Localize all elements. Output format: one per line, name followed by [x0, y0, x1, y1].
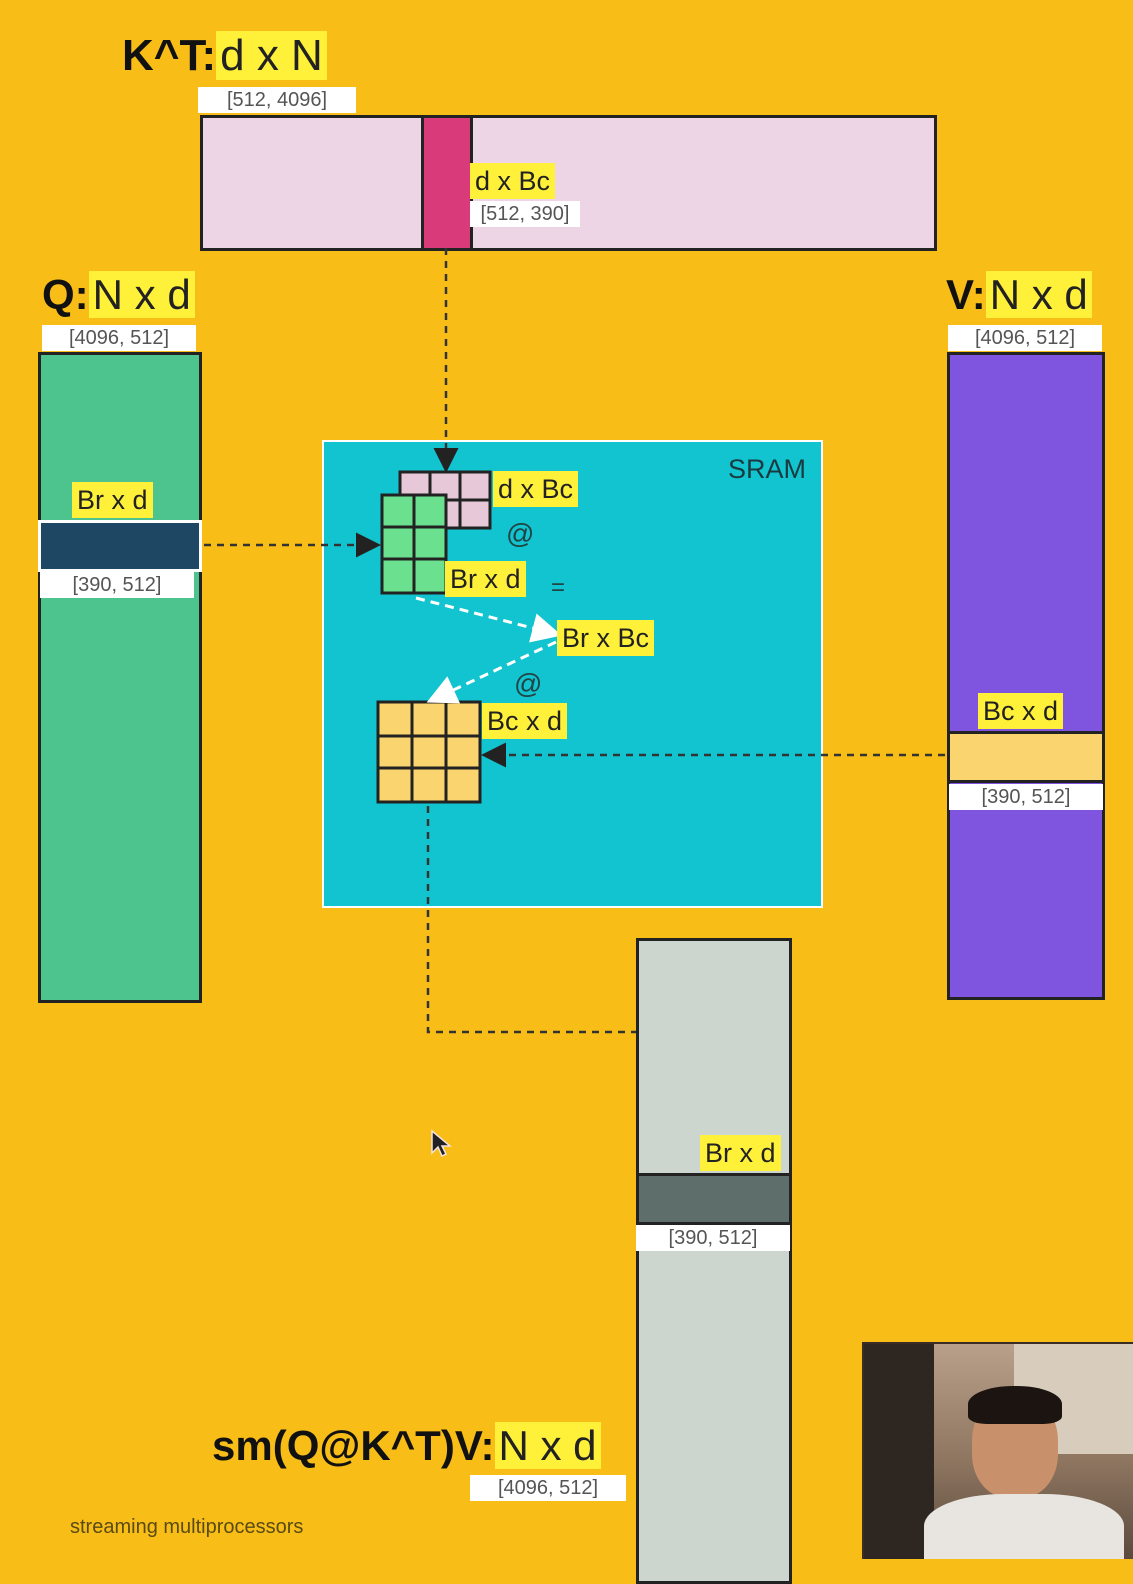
v-matrix: [947, 352, 1105, 1000]
v-block: [947, 731, 1105, 783]
webcam-overlay: [862, 1342, 1133, 1559]
sram-title: SRAM: [728, 454, 807, 484]
q-title: Q:N x d: [42, 270, 195, 320]
q-shape: [4096, 512]: [42, 325, 196, 351]
q-matrix: [38, 352, 202, 1003]
sram-at-1: @: [506, 518, 535, 549]
kt-title: K^T:d x N: [122, 30, 327, 82]
v-tile-grid: [376, 700, 482, 804]
v-block-shape: [390, 512]: [949, 784, 1103, 810]
v-title-dims: N x d: [985, 271, 1092, 318]
kt-block-label: d x Bc: [470, 163, 556, 199]
q-tile-grid: [380, 493, 448, 595]
q-block-shape: [390, 512]: [40, 572, 194, 598]
out-block-shape: [390, 512]: [636, 1225, 790, 1251]
out-title-dims: N x d: [494, 1422, 601, 1469]
sram-v-tile-label: Bc x d: [482, 703, 568, 739]
kt-shape: [512, 4096]: [198, 87, 356, 113]
out-block: [636, 1173, 792, 1225]
out-title: sm(Q@K^T)V:N x d: [212, 1421, 601, 1471]
mouse-cursor-icon: [431, 1129, 452, 1158]
sram-at-2: @: [514, 668, 543, 699]
kt-block-shape: [512, 390]: [470, 201, 580, 227]
kt-title-dims: d x N: [216, 31, 327, 80]
score-to-v-tile-arrow: [426, 640, 557, 704]
q-title-key: Q:: [42, 271, 89, 318]
sram-to-out-arrow: [426, 806, 701, 1173]
q-title-dims: N x d: [88, 271, 195, 318]
kt-matrix: [200, 115, 937, 251]
sram-score-label: Br x Bc: [557, 620, 655, 656]
out-matrix: [636, 938, 792, 1584]
sram-kt-tile-label: d x Bc: [493, 471, 579, 507]
sram-equals: =: [551, 574, 566, 601]
v-block-label: Bc x d: [978, 693, 1064, 729]
out-block-label: Br x d: [700, 1135, 781, 1171]
footer-caption: streaming multiprocessors: [70, 1516, 304, 1538]
q-block-label: Br x d: [72, 482, 153, 518]
q-block: [38, 520, 202, 572]
v-title-key: V:: [946, 271, 986, 318]
v-title: V:N x d: [946, 270, 1092, 320]
v-shape: [4096, 512]: [948, 325, 1102, 351]
webcam-shelf: [864, 1344, 934, 1559]
webcam-person-body: [924, 1494, 1124, 1559]
out-title-key: sm(Q@K^T)V:: [212, 1422, 495, 1469]
out-shape: [4096, 512]: [470, 1475, 626, 1501]
webcam-person-hair: [968, 1386, 1062, 1424]
q-tile-to-score-arrow: [415, 596, 562, 643]
sram-q-tile-label: Br x d: [445, 561, 526, 597]
kt-title-key: K^T:: [122, 31, 217, 80]
